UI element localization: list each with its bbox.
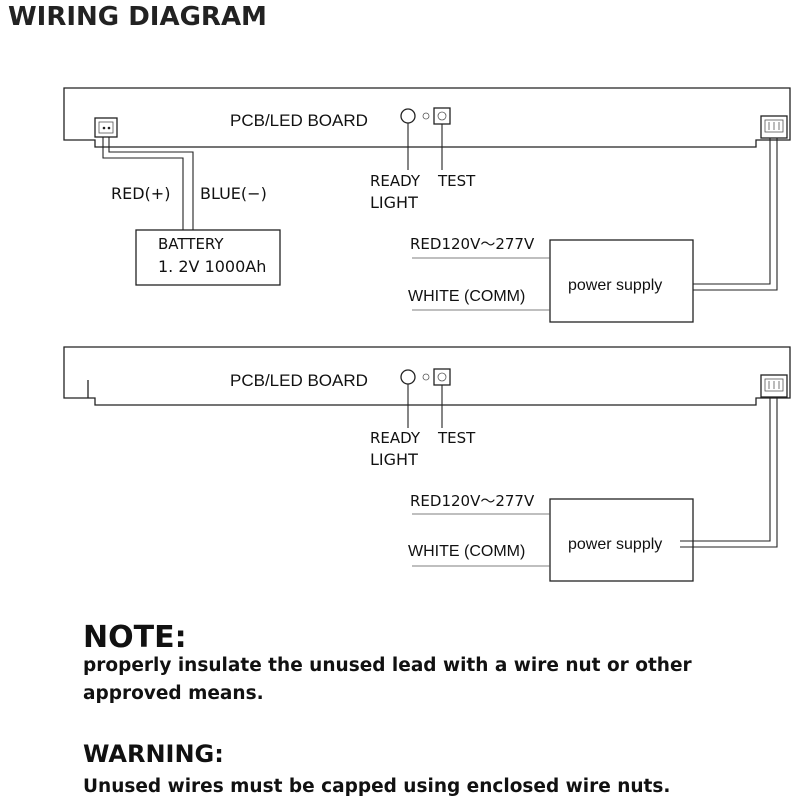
ready-light-1 <box>400 108 416 124</box>
power-supply-label-2: power supply <box>568 536 662 553</box>
warning-heading: WARNING: <box>83 740 224 768</box>
indicator-dot-1 <box>422 112 430 120</box>
warning-text: Unused wires must be capped using enclos… <box>83 776 670 797</box>
battery-title: BATTERY <box>158 235 224 253</box>
board-label-2: PCB/LED BOARD <box>230 371 368 390</box>
ready-label-2: READY <box>370 429 421 447</box>
note-heading: NOTE: <box>83 620 187 655</box>
diagram-2: PCB/LED BOARD READY LIGHT TEST power sup… <box>63 346 791 582</box>
neutral-input-label-1: WHITE (COMM) <box>408 288 525 305</box>
line-input-label-2: RED120V～277V <box>410 492 535 510</box>
led-housing-2 <box>63 346 791 406</box>
power-supply-box-1 <box>549 239 694 323</box>
board-label-1: PCB/LED BOARD <box>230 111 368 130</box>
light-label-1: LIGHT <box>370 193 418 212</box>
battery-spec: 1. 2V 1000Ah <box>158 257 266 276</box>
test-label-2: TEST <box>437 429 476 447</box>
test-button-2 <box>433 368 451 386</box>
battery-connector-1 <box>94 117 118 138</box>
diagram-1: PCB/LED BOARD READY LIGHT TEST RED(+) BL… <box>63 87 791 323</box>
blue-wire-label: BLUE(−) <box>200 184 267 203</box>
power-connector-1 <box>760 115 788 139</box>
note-line-1: properly insulate the unused lead with a… <box>83 655 693 676</box>
page-title: WIRING DIAGRAM <box>8 2 267 32</box>
power-supply-box-2 <box>549 498 694 582</box>
light-label-2: LIGHT <box>370 450 418 469</box>
ready-label-1: READY <box>370 172 421 190</box>
line-input-label-1: RED120V～277V <box>410 235 535 253</box>
note-line-2: approved means. <box>83 683 264 704</box>
test-button-1 <box>433 107 451 125</box>
led-housing-1 <box>63 87 791 148</box>
battery-box <box>135 229 281 286</box>
red-wire-label: RED(+) <box>111 184 170 203</box>
neutral-input-label-2: WHITE (COMM) <box>408 543 525 560</box>
power-connector-2 <box>760 374 788 398</box>
indicator-dot-2 <box>422 373 430 381</box>
ready-light-2 <box>400 369 416 385</box>
test-label-1: TEST <box>437 172 476 190</box>
power-supply-label-1: power supply <box>568 277 662 294</box>
